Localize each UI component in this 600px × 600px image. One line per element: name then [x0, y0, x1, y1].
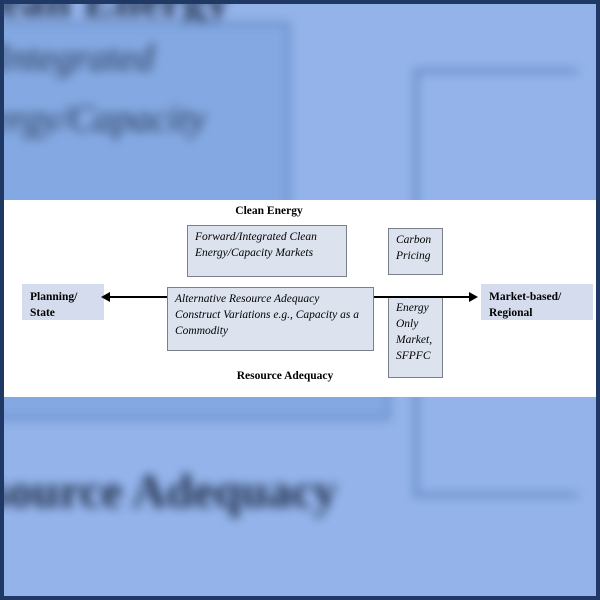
background-box-top: orward/Integrated lean Energy/Capacity a…	[4, 22, 290, 218]
box-alternative-resource-adequacy-construct-variations: Alternative Resource Adequacy Construct …	[167, 287, 374, 351]
diagram: Clean Energy Planning/ State Market-base…	[4, 200, 596, 397]
background-box-top-line2: lean Energy/Capacity	[4, 98, 206, 141]
box-carbon-pricing: Carbon Pricing	[388, 228, 443, 275]
arrow-left-icon	[101, 292, 167, 302]
arrow-right-icon	[374, 292, 478, 302]
axis-label-market-based-regional: Market-based/ Regional	[481, 284, 593, 320]
figure-panel: Clean Energy Planning/ State Market-base…	[4, 200, 596, 397]
box-energy-only-market-sfpfc: Energy Only Market, SFPFC	[388, 296, 443, 378]
background-box-top-line1: orward/Integrated	[4, 37, 155, 79]
diagram-bottom-label-text: Resource Adequacy	[236, 370, 334, 382]
background-footer: Resource Adequacy	[4, 465, 338, 518]
background-title: Clean Energy	[4, 4, 230, 27]
diagram-top-label-text: Clean Energy	[235, 205, 303, 217]
diagram-top-label: Clean Energy	[4, 205, 596, 217]
axis-label-planning-state: Planning/ State	[22, 284, 104, 320]
diagram-bottom-label: Resource Adequacy	[4, 370, 596, 382]
box-forward-integrated-clean-energy-capacity-markets: Forward/Integrated Clean Energy/Capacity…	[187, 225, 347, 277]
